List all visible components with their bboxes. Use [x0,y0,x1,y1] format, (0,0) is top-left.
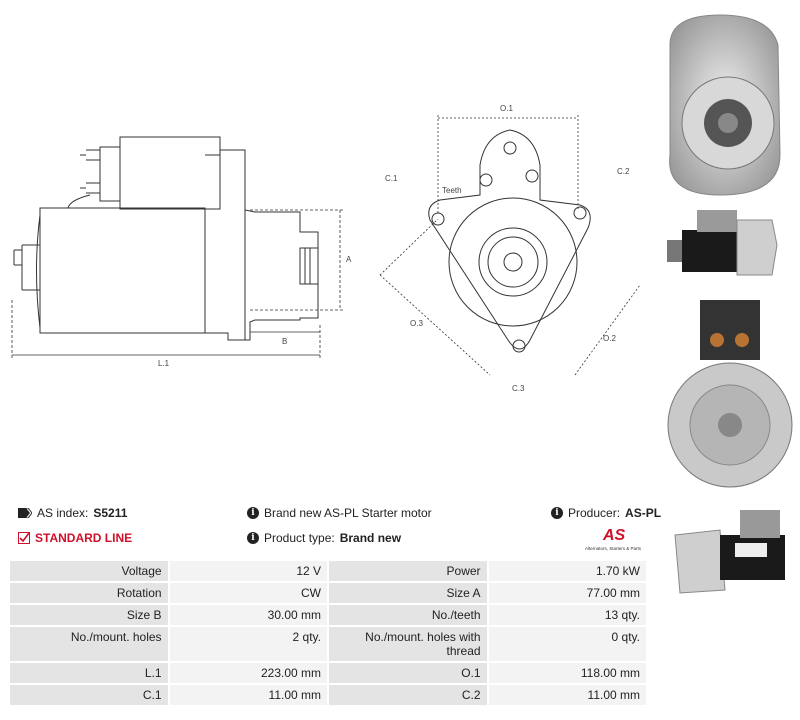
spec-value: 11.00 mm [488,685,646,705]
producer-row: i Producer: AS-PL [551,506,661,520]
dim-label-b: B [282,337,287,346]
table-row: L.1 223.00 mm O.1 118.00 mm [10,663,646,683]
spec-value: 223.00 mm [169,663,327,683]
logo-tagline: Alternators, Starters & Parts [585,546,642,551]
product-type-value: Brand new [339,531,402,545]
spec-label: Rotation [10,583,168,603]
dim-label-c1: C.1 [385,174,398,183]
spec-table: Voltage 12 V Power 1.70 kW Rotation CW S… [10,559,646,707]
tag-icon [18,508,32,518]
solenoid-outline [119,136,221,210]
mount-hole-c2 [573,206,587,220]
dim-label-o2: O.2 [603,334,616,343]
spec-value: 12 V [169,561,327,581]
info-icon: i [247,507,259,519]
spec-label: No./teeth [328,605,487,625]
spec-label: No./mount. holes with thread [328,627,487,661]
producer-label: Producer: [568,506,621,520]
producer-value: AS-PL [625,506,662,520]
table-row: Rotation CW Size A 77.00 mm [10,583,646,603]
spec-value: CW [169,583,327,603]
spec-value: 1.70 kW [488,561,646,581]
dim-label-teeth: Teeth [442,186,462,195]
spec-value: 77.00 mm [488,583,646,603]
table-row: C.1 11.00 mm C.2 11.00 mm [10,685,646,705]
spec-value: 0 qty. [488,627,646,661]
dim-label-a: A [346,255,352,264]
logo-text: AS [602,527,626,544]
description-row: i Brand new AS-PL Starter motor [247,506,432,520]
motor-body-outline [39,207,206,334]
spec-label: Size A [328,583,487,603]
dim-label-l1: L.1 [158,359,170,368]
as-index-value: S5211 [93,506,128,520]
standard-line-label: STANDARD LINE [35,531,133,545]
housing-circle [448,197,578,327]
spec-value: 13 qty. [488,605,646,625]
spec-value: 11.00 mm [169,685,327,705]
spec-label: L.1 [10,663,168,683]
spec-value: 30.00 mm [169,605,327,625]
spec-label: C.2 [328,685,487,705]
product-photo-angle [674,510,785,594]
product-type-label: Product type: [264,531,335,545]
as-index-row: AS index: S5211 [18,506,127,520]
spec-label: No./mount. holes [10,627,168,661]
spec-label: O.1 [328,663,487,683]
spec-value: 118.00 mm [488,663,646,683]
technical-drawing: A B L.1 O.1 O.3 O.2 C.1 C.2 C.3 Teeth [11,104,641,393]
as-pl-logo: AS Alternators, Starters & Parts [585,527,642,551]
product-photo-side [667,210,778,276]
line-row: STANDARD LINE [18,531,132,545]
as-index-label: AS index: [37,506,89,520]
dim-label-c3: C.3 [512,384,525,393]
info-icon: i [247,532,259,544]
dim-label-c2: C.2 [617,167,630,176]
product-photo-rear [667,300,793,488]
spec-label: C.1 [10,685,168,705]
info-icon: i [551,507,563,519]
product-photo-front [669,14,781,196]
check-icon [18,532,30,544]
product-type-row: i Product type: Brand new [247,531,401,545]
flange-outline [428,129,591,350]
dim-label-o1: O.1 [500,104,513,113]
spec-label: Size B [10,605,168,625]
product-description: Brand new AS-PL Starter motor [264,506,432,520]
spec-value: 2 qty. [169,627,327,661]
table-row: Voltage 12 V Power 1.70 kW [10,561,646,581]
spec-label: Power [328,561,487,581]
table-row: Size B 30.00 mm No./teeth 13 qty. [10,605,646,625]
dim-label-o3: O.3 [410,319,423,328]
table-row: No./mount. holes 2 qty. No./mount. holes… [10,627,646,661]
mount-hole-c3 [512,339,526,353]
spec-label: Voltage [10,561,168,581]
